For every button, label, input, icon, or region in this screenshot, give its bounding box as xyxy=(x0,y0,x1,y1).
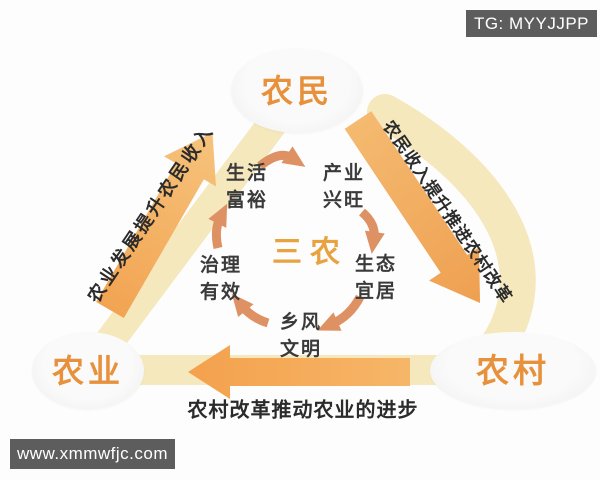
cycle-arrow-shenghuo-to-chanye xyxy=(257,146,306,170)
cycle-item-line: 生态 xyxy=(354,254,397,275)
node-village: 农村 xyxy=(430,332,596,409)
cycle-arrow-shengtai-to-xiangfeng xyxy=(317,294,364,331)
telegram-watermark-badge: TG: MYYJJPP xyxy=(466,10,597,37)
node-agriculture: 农业 xyxy=(32,332,144,409)
cycle-arrow-zhili-to-shenghuo xyxy=(208,203,228,249)
cycle-arrow-chanye-to-shengtai xyxy=(358,208,385,254)
node-agriculture-label: 农业 xyxy=(51,352,124,389)
cycle-item-civilized-customs: 乡风 文明 xyxy=(261,309,341,363)
cycle-item-thriving-industry: 产业 兴旺 xyxy=(304,160,384,214)
node-farmers-label: 农民 xyxy=(260,72,333,109)
cycle-item-line: 富裕 xyxy=(225,190,268,211)
website-watermark: www.xmmwfjc.com xyxy=(10,439,175,469)
center-title: 三农 xyxy=(272,236,348,269)
cycle-item-line: 生活 xyxy=(225,163,268,184)
arrow-village-to-agriculture xyxy=(188,345,410,399)
cycle-item-line: 乡风 xyxy=(279,312,322,333)
cycle-item-line: 有效 xyxy=(199,282,242,303)
cycle-item-line: 文明 xyxy=(279,339,322,360)
arrow-farmers-to-village xyxy=(344,111,481,304)
cycle-item-livable-ecology: 生态 宜居 xyxy=(336,251,416,305)
node-village-label: 农村 xyxy=(476,352,550,389)
cycle-item-effective-governance: 治理 有效 xyxy=(181,252,261,306)
cycle-arrow-xiangfeng-to-zhili xyxy=(231,293,270,328)
arrow-agriculture-to-farmers xyxy=(96,132,216,318)
cycle-item-line: 产业 xyxy=(322,163,365,184)
cycle-item-line: 治理 xyxy=(199,255,242,276)
edge-label-bottom: 农村改革推动农业的进步 xyxy=(187,399,419,422)
cycle-item-line: 宜居 xyxy=(354,281,397,302)
cycle-item-line: 兴旺 xyxy=(322,190,365,211)
node-farmers: 农民 xyxy=(231,48,363,133)
cycle-item-prosperous-life: 生活 富裕 xyxy=(207,160,287,214)
